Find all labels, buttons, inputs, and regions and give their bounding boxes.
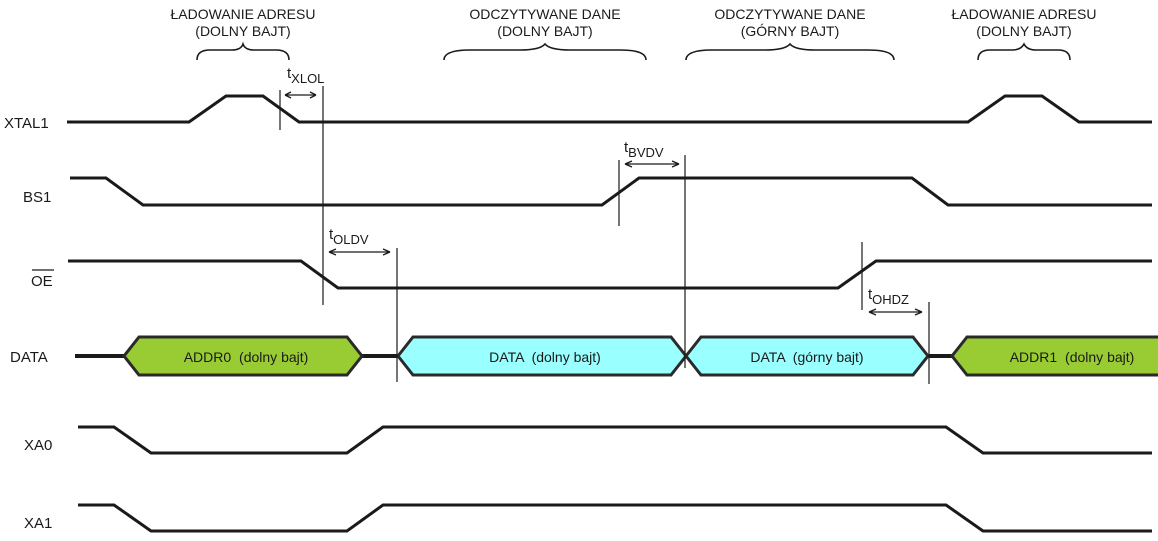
timing-xlol-t: t: [287, 65, 292, 82]
phase-header-4: ŁADOWANIE ADRESU (DOLNY BAJT): [952, 6, 1097, 61]
timing-xlol-arrow: [284, 91, 317, 99]
timing-ohdz-t: t: [868, 286, 873, 303]
phase-1-line1: ŁADOWANIE ADRESU: [171, 6, 316, 22]
phase-2-line2: (DOLNY BAJT): [497, 23, 592, 39]
phase-header-2: ODCZYTYWANE DANE (DOLNY BAJT): [443, 6, 647, 61]
waveform-oe: [68, 259, 1152, 290]
signal-label-xa1: XA1: [24, 515, 52, 532]
bus-segment-data-low: DATA (dolny bajt): [396, 335, 688, 377]
phase-4-line2: (DOLNY BAJT): [976, 23, 1071, 39]
bus-segment-addr0-sub: (dolny bajt): [239, 349, 308, 365]
phase-4-brace: [977, 42, 1071, 61]
phase-2-line1: ODCZYTYWANE DANE: [469, 6, 620, 22]
timing-oldv-t: t: [329, 226, 334, 243]
svg-text:tOHDZ: tOHDZ: [868, 286, 909, 307]
bus-segment-addr1: ADDR1 (dolny bajt): [950, 335, 1158, 377]
timing-bvdv-t: t: [624, 139, 629, 156]
bus-segment-data-high-main: DATA: [750, 349, 786, 365]
waveform-xa0: [78, 425, 1152, 455]
bus-segment-data-low-main: DATA: [489, 349, 525, 365]
bus-segment-addr0-shape: [122, 335, 364, 377]
bus-segment-data-high-shape: [684, 335, 930, 377]
phase-3-line2: (GÓRNY BAJT): [741, 23, 840, 39]
svg-text:DATA (dolny bajt): DATA (dolny bajt): [489, 349, 601, 365]
timing-oldv-sub: OLDV: [333, 232, 369, 247]
signal-label-xtal1: XTAL1: [4, 115, 49, 132]
phase-2-brace: [443, 42, 647, 61]
timing-ohdz-sub: OHDZ: [872, 292, 909, 307]
svg-text:ADDR0 (dolny bajt): ADDR0 (dolny bajt): [184, 349, 309, 365]
bus-segment-addr1-sub: (dolny bajt): [1065, 349, 1134, 365]
timing-oldv-arrow: [328, 248, 391, 256]
signal-label-bs1: BS1: [23, 189, 51, 206]
phase-header-3: ODCZYTYWANE DANE (GÓRNY BAJT): [685, 6, 895, 61]
signal-label-xa0: XA0: [24, 437, 52, 454]
timing-ohdz: tOHDZ: [868, 286, 923, 316]
timing-ohdz-arrow: [868, 308, 923, 316]
phase-3-line1: ODCZYTYWANE DANE: [714, 6, 865, 22]
bus-segment-addr0-main: ADDR0: [184, 349, 232, 365]
bus-segment-data-high-sub: (górny bajt): [793, 349, 864, 365]
svg-text:ADDR1 (dolny bajt): ADDR1 (dolny bajt): [1010, 349, 1135, 365]
svg-text:DATA (górny bajt): DATA (górny bajt): [750, 349, 863, 365]
data-bus: ADDR0 (dolny bajt) DATA (dolny bajt) DAT…: [75, 335, 1158, 377]
phase-header-1: ŁADOWANIE ADRESU (DOLNY BAJT): [171, 6, 316, 61]
bus-segment-addr0: ADDR0 (dolny bajt): [122, 335, 364, 377]
bus-segment-data-high: DATA (górny bajt): [684, 335, 930, 377]
svg-text:tOLDV: tOLDV: [329, 226, 369, 247]
timing-bvdv-arrow: [624, 160, 680, 168]
timing-xlol: tXLOL: [284, 65, 324, 99]
waveform-xa1: [78, 503, 1152, 533]
signal-label-oe-text: OE: [31, 273, 53, 290]
svg-text:tXLOL: tXLOL: [287, 65, 324, 86]
waveform-bs1: [70, 176, 1152, 207]
bus-segment-addr1-main: ADDR1: [1010, 349, 1058, 365]
timing-bvdv-sub: BVDV: [628, 145, 664, 160]
timing-oldv: tOLDV: [328, 226, 391, 256]
phase-1-brace: [196, 41, 290, 61]
bus-segment-data-low-sub: (dolny bajt): [532, 349, 601, 365]
timing-xlol-sub: XLOL: [291, 71, 324, 86]
timing-bvdv: tBVDV: [624, 139, 680, 168]
bus-segment-addr1-shape: [950, 335, 1158, 377]
phase-1-line2: (DOLNY BAJT): [195, 23, 290, 39]
signal-label-data: DATA: [10, 349, 48, 366]
waveform-xtal1: [67, 94, 1152, 124]
phase-4-line1: ŁADOWANIE ADRESU: [952, 6, 1097, 22]
svg-text:tBVDV: tBVDV: [624, 139, 664, 160]
signal-label-oe: OE: [31, 269, 54, 290]
phase-3-brace: [685, 42, 895, 61]
